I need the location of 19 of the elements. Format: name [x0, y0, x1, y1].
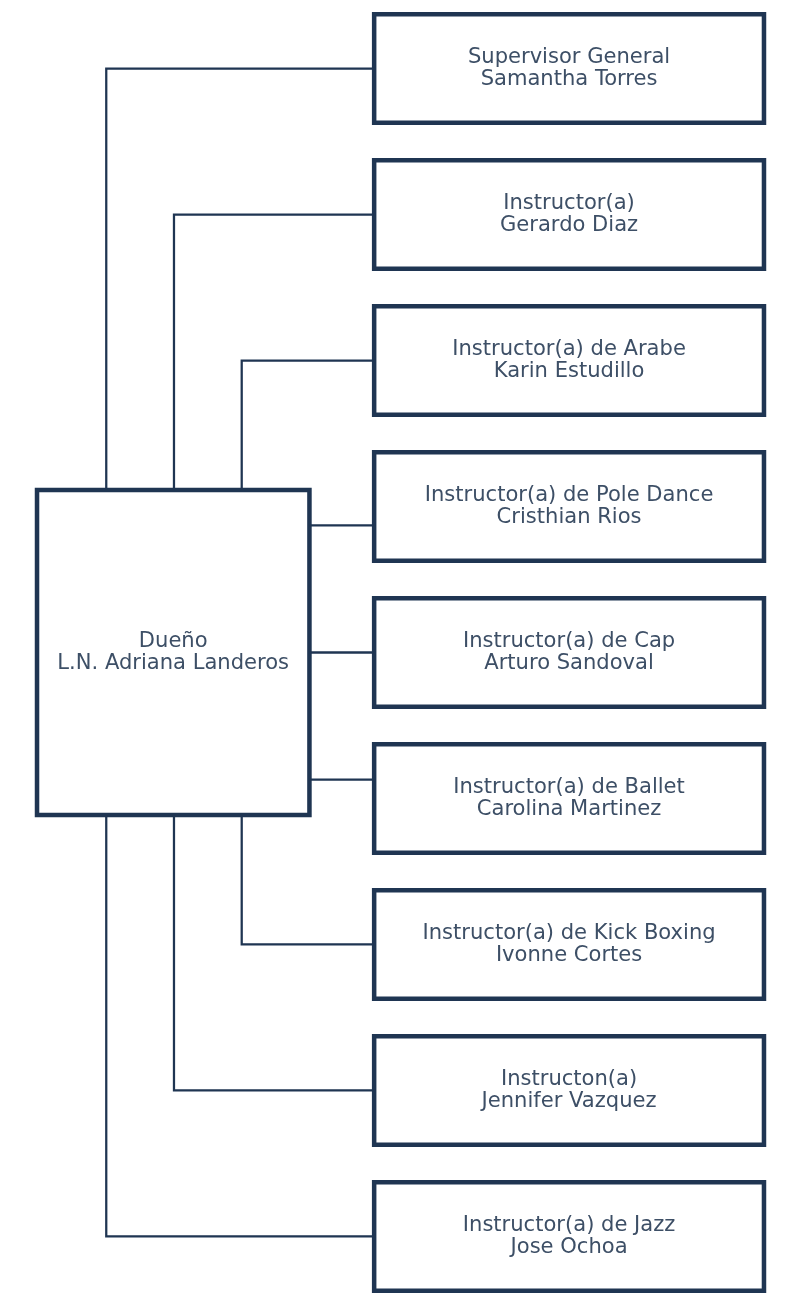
node-box: Supervisor General Samantha Torres — [371, 12, 766, 125]
node-box: Instructor(a) de Ballet Carolina Martinez — [371, 742, 766, 855]
node-box: Instructor(a) de Pole Dance Cristhian Rios — [371, 450, 766, 563]
connector — [172, 213, 374, 490]
connector — [308, 778, 374, 781]
connector — [308, 524, 374, 527]
node-box: Instructor(a) de Kick Boxing Ivonne Cortes — [371, 888, 766, 1001]
connector — [240, 359, 374, 490]
connector — [240, 815, 374, 946]
connector — [172, 815, 374, 1092]
node-box: Instructor(a) de Cap Arturo Sandoval — [371, 596, 766, 709]
connector — [104, 815, 374, 1238]
node-box: Instructor(a) de Arabe Karin Estudillo — [371, 304, 766, 417]
connector — [308, 651, 374, 654]
node-box: Instructor(a) Gerardo Diaz — [371, 158, 766, 271]
node-box: Dueño L.N. Adriana Landeros — [34, 487, 312, 818]
node-box: Instructor(a) de Jazz Jose Ochoa — [371, 1180, 766, 1293]
node-box: Instructon(a) Jennifer Vazquez — [371, 1034, 766, 1147]
connector — [104, 67, 374, 490]
